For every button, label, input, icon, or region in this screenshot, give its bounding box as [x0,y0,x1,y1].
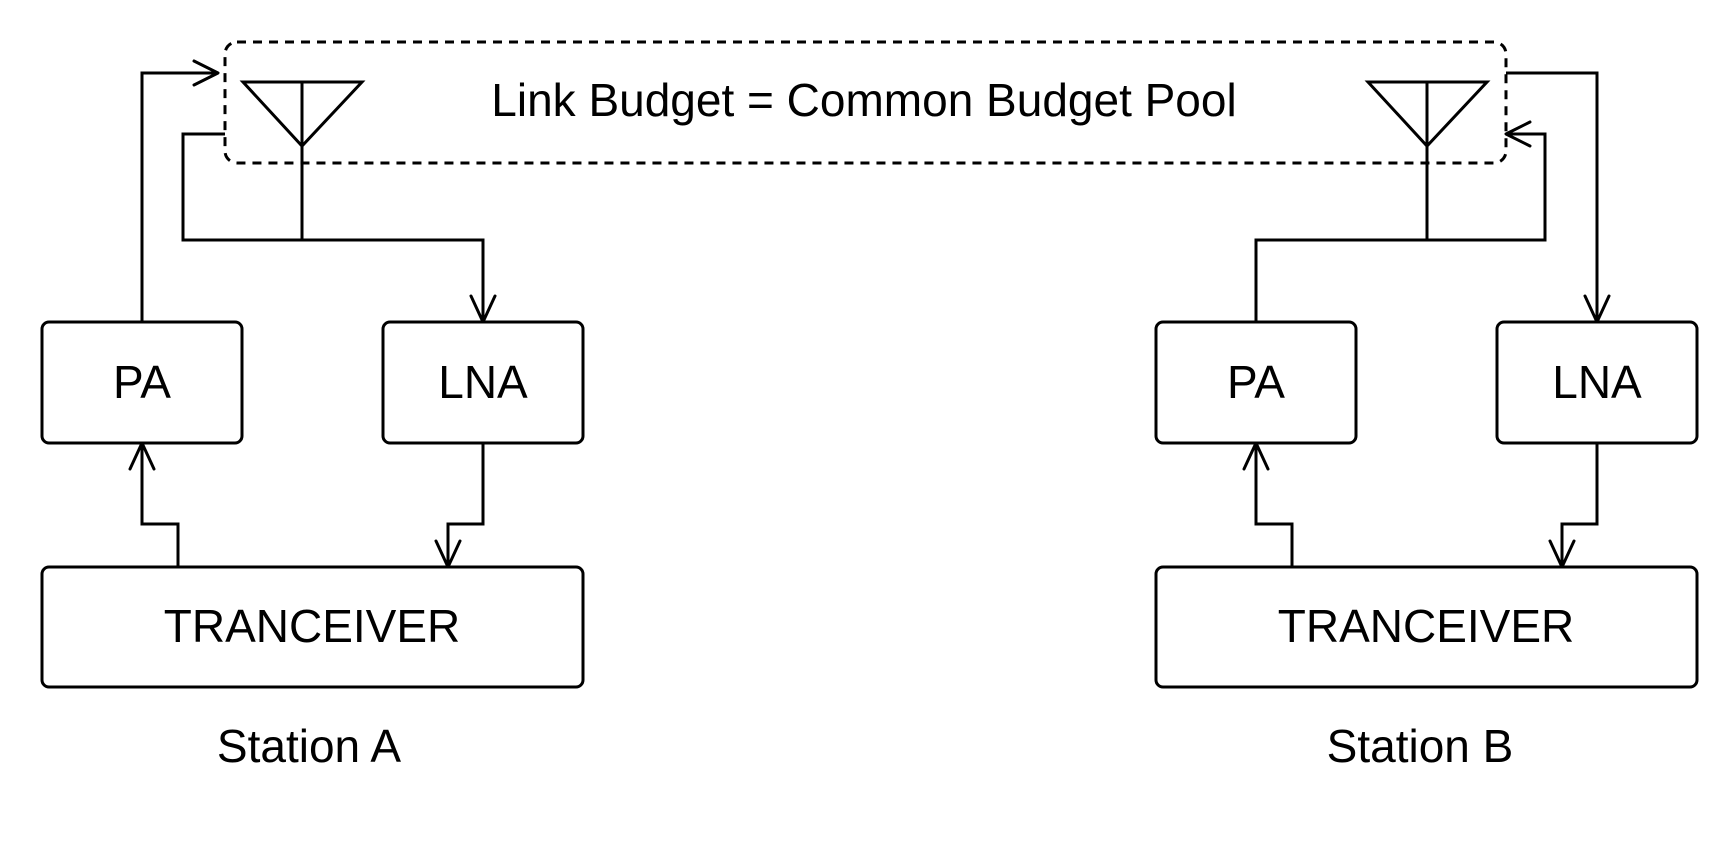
station-a-tx-arrowhead [192,59,220,87]
budget-pool-label: Link Budget = Common Budget Pool [491,74,1236,126]
antenna-b-icon [1364,80,1491,240]
station-b-transceiver-box [1154,565,1699,689]
station-a-tx-wire [140,71,218,322]
station-b-trx-to-pa-arrowhead [1242,441,1270,471]
station-a-rx-wire [181,132,485,322]
station-a-trx-to-pa-arrowhead [128,441,156,471]
station-b-trx-to-pa-wire [1254,443,1294,567]
station-b-lna-to-trx-wire [1560,443,1599,567]
station-a-transceiver-label: TRANCEIVER [164,600,460,652]
budget-pool-region [223,40,1508,165]
station-b-caption: Station B [1327,720,1514,772]
station-a: PA LNA TRANCEIVER Station A [40,59,585,772]
antenna-a-icon [239,80,366,240]
station-b-transceiver-label: TRANCEIVER [1278,600,1574,652]
station-a-lna-to-trx-wire [446,443,485,567]
station-b: PA LNA TRANCEIVER Station B [1154,71,1699,772]
station-b-tx-arrowhead [1504,120,1532,148]
station-b-rx-wire [1506,71,1599,322]
station-b-pa-label: PA [1227,356,1285,408]
station-a-pa-label: PA [113,356,171,408]
station-b-tx-wire [1254,132,1547,322]
station-a-transceiver-box [40,565,585,689]
station-a-lna-label: LNA [438,356,528,408]
station-a-caption: Station A [217,720,401,772]
station-b-lna-label: LNA [1552,356,1642,408]
station-a-trx-to-pa-wire [140,443,180,567]
